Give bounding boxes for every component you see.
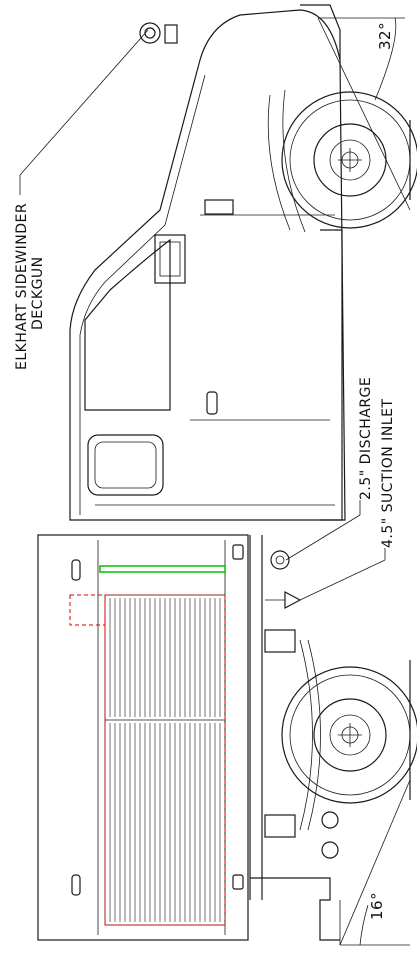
rear-step (250, 811, 341, 945)
front-approach-angle (317, 17, 411, 211)
cab-window (84, 238, 171, 496)
suction-label: 4.5" SUCTION INLET (380, 398, 396, 549)
front-angle-label: 32° (376, 21, 394, 50)
deckgun-label-line1: ELKHART SIDEWINDER (14, 202, 30, 370)
hose-outline (69, 594, 106, 626)
leader-lines (285, 500, 386, 601)
utility-body (37, 534, 249, 941)
rear-angle-label: 16° (368, 891, 386, 920)
compartment-outline (104, 594, 226, 926)
rear-departure-angle (339, 660, 411, 946)
discharge-label: 2.5" DISCHARGE (358, 376, 374, 500)
deckgun (19, 22, 178, 195)
rear-suspension (264, 629, 321, 838)
deckgun-label-line2: DECKGUN (30, 256, 46, 330)
discharge-pipe (99, 565, 226, 573)
door-handle (206, 391, 218, 415)
emblem (204, 199, 234, 215)
roll-up-door (109, 598, 221, 922)
front-wheel (267, 89, 417, 233)
cab-body (69, 9, 346, 521)
rear-wheel (281, 666, 417, 804)
front-bumper (300, 4, 343, 521)
mirror (154, 234, 186, 284)
frame-rail (249, 535, 302, 900)
